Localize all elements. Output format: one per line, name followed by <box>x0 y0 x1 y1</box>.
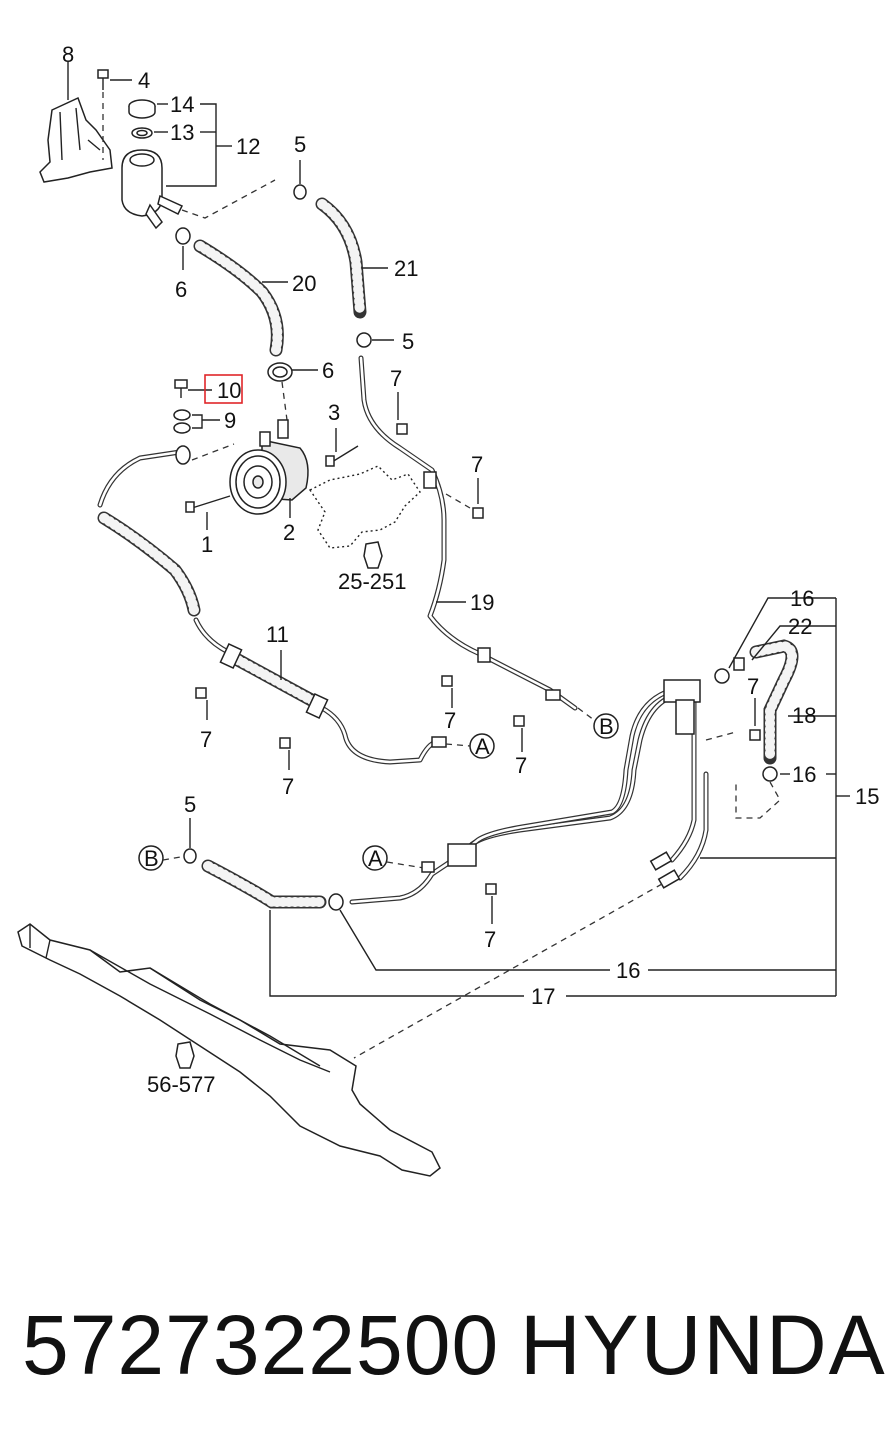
callout-19: 19 <box>470 590 494 615</box>
seal-ring-part <box>131 127 153 139</box>
bolt-part-7 <box>441 675 453 708</box>
clamp-part <box>328 859 453 911</box>
callout-6: 6 <box>322 358 334 383</box>
callout-4: 4 <box>138 68 150 93</box>
clamp-part <box>175 227 191 270</box>
marker-b-label: B <box>599 714 614 739</box>
callout-22: 22 <box>788 614 812 639</box>
bolt-part-7 <box>513 715 525 752</box>
callout-20: 20 <box>292 271 316 296</box>
callout-7: 7 <box>484 927 496 952</box>
marker-a <box>362 845 425 871</box>
return-hose <box>315 197 388 319</box>
callout-8: 8 <box>62 42 74 67</box>
callout-14: 14 <box>170 92 194 117</box>
clamp-part <box>356 332 394 348</box>
suction-hose <box>193 239 288 357</box>
callout-11: 11 <box>266 622 289 647</box>
marker-b <box>138 845 187 871</box>
callout-5: 5 <box>294 132 306 157</box>
leader-lines <box>269 597 850 997</box>
callout-7: 7 <box>200 727 212 752</box>
return-hose-lower <box>201 859 327 909</box>
clamp-part <box>293 160 307 200</box>
callout-10: 10 <box>217 378 241 403</box>
bolt-part-7 <box>445 478 484 519</box>
callout-18: 18 <box>792 703 816 728</box>
callout-13: 13 <box>170 120 194 145</box>
marker-b <box>593 713 619 739</box>
clamp-part <box>762 766 778 782</box>
pump-part <box>229 419 309 518</box>
callout-16: 16 <box>792 762 816 787</box>
clamp-part <box>267 362 318 421</box>
callout-7: 7 <box>747 674 759 699</box>
bolt-part-10 <box>174 379 212 398</box>
cooler-hose <box>733 639 799 765</box>
bolt-part-1 <box>185 495 231 530</box>
callout-9: 9 <box>224 408 236 433</box>
ref-56-577: 56-577 <box>147 1072 216 1097</box>
steering-gear <box>17 923 441 1177</box>
callout-16: 16 <box>790 586 814 611</box>
callout-7: 7 <box>471 452 483 477</box>
callout-5: 5 <box>402 329 414 354</box>
callout-15: 15 <box>855 784 879 809</box>
parts-diagram: 8 4 14 13 12 5 6 20 21 5 6 7 10 9 3 7 2 … <box>17 42 879 1177</box>
callout-7: 7 <box>282 774 294 799</box>
bolt-part-7 <box>396 392 408 435</box>
washer-part <box>173 409 220 434</box>
callout-12: 12 <box>236 134 260 159</box>
bolt-part-7 <box>279 737 291 770</box>
bolt-part-7 <box>749 698 761 741</box>
part-number: 5727322500 <box>22 1298 500 1392</box>
marker-a <box>445 733 495 759</box>
return-pipe <box>358 355 595 721</box>
callout-1: 1 <box>201 532 213 557</box>
marker-a-label: A <box>475 734 490 759</box>
marker-a-label: A <box>368 846 383 871</box>
callout-5: 5 <box>184 792 196 817</box>
callout-16: 16 <box>616 958 640 983</box>
marker-b-label: B <box>144 846 159 871</box>
callout-7: 7 <box>444 708 456 733</box>
clamp-part <box>714 668 730 684</box>
reservoir-part <box>121 149 276 230</box>
bracket-part <box>39 62 113 183</box>
pressure-hose <box>97 443 447 765</box>
callout-2: 2 <box>283 520 295 545</box>
highlight-box <box>204 374 243 404</box>
bolt-part-3 <box>325 428 359 467</box>
callout-21: 21 <box>394 256 418 281</box>
cap-part <box>128 99 156 119</box>
callout-17: 17 <box>531 984 555 1009</box>
ref-25-251: 25-251 <box>338 569 407 594</box>
callout-3: 3 <box>328 400 340 425</box>
bolt-part-7 <box>195 687 208 720</box>
footer: 5727322500 HYUNDAI <box>0 1295 887 1415</box>
callout-6: 6 <box>175 277 187 302</box>
engine-bracket-ref <box>308 465 421 569</box>
brand-name: HYUNDAI <box>520 1298 887 1392</box>
bolt-part-4 <box>97 69 132 160</box>
bolt-part-7 <box>485 883 497 924</box>
callout-7: 7 <box>515 753 527 778</box>
clamp-part <box>183 818 197 864</box>
cooler-pipe <box>353 679 781 1059</box>
callout-7: 7 <box>390 366 402 391</box>
